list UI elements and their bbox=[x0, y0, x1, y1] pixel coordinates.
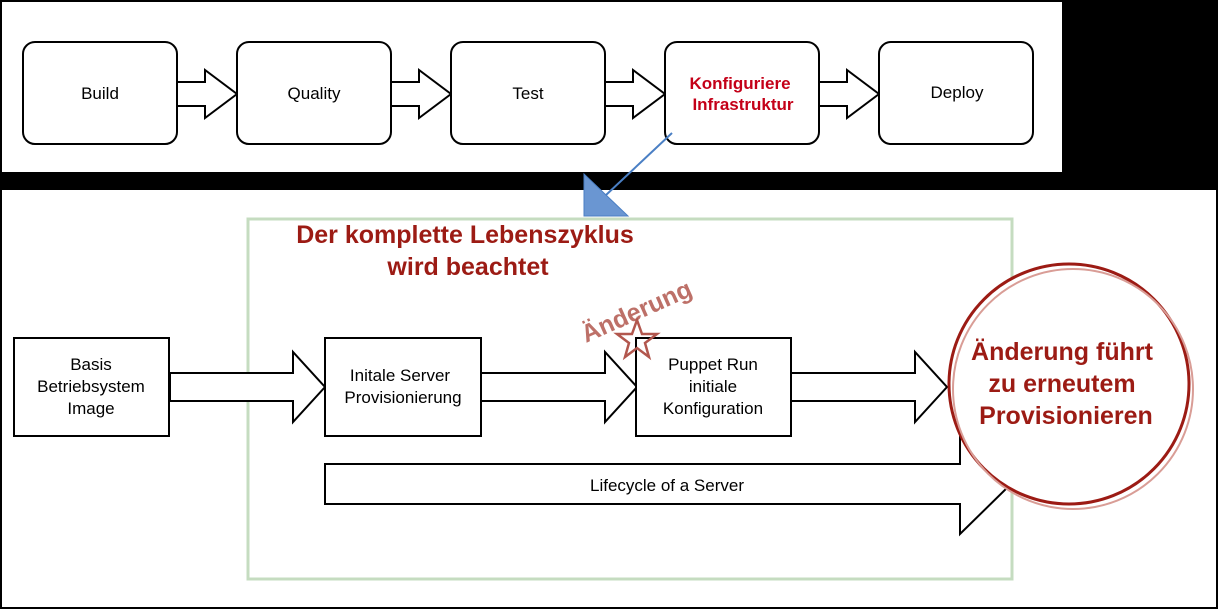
pipeline-step-label: Deploy bbox=[931, 83, 984, 102]
stage-provision-line-2: Provisionierung bbox=[344, 388, 461, 407]
pipeline-arrow-1 bbox=[176, 68, 239, 120]
callout-line-2: zu erneutem bbox=[988, 370, 1135, 398]
reprovision-callout: Änderung führt zu erneutem Provisioniere… bbox=[947, 262, 1194, 510]
pipeline-step-build: Build bbox=[22, 41, 178, 145]
stage-puppet-line-3: Konfiguration bbox=[663, 399, 763, 418]
pipeline-arrow-2 bbox=[390, 68, 453, 120]
stage-base-line-1: Basis bbox=[70, 355, 112, 374]
pipeline-step-test: Test bbox=[450, 41, 606, 145]
pipeline-step-infrastructure: Konfiguriere Infrastruktur bbox=[664, 41, 820, 145]
lifecycle-arrow-label: Lifecycle of a Server bbox=[590, 476, 744, 495]
pipeline-step-deploy: Deploy bbox=[878, 41, 1034, 145]
callout-circle bbox=[947, 262, 1191, 506]
pipeline-step-label: Test bbox=[512, 84, 543, 103]
star-icon bbox=[613, 316, 661, 361]
pipeline-step-label-line-1: Konfiguriere bbox=[689, 74, 790, 93]
stage-provision-line-1: Initale Server bbox=[350, 366, 450, 385]
callout-line-3: Provisionieren bbox=[979, 402, 1153, 430]
pipeline-step-quality: Quality bbox=[236, 41, 392, 145]
base-to-provision-arrow bbox=[169, 349, 327, 425]
pipeline-step-label: Build bbox=[81, 84, 119, 103]
pipeline-step-label-line-2: Infrastruktur bbox=[692, 95, 793, 114]
stage-base-line-2: Betriebsystem bbox=[37, 377, 145, 396]
stage-base-image: Basis Betriebsystem Image bbox=[13, 337, 170, 437]
detail-pointer-arrow bbox=[583, 132, 673, 217]
provision-to-puppet-arrow bbox=[480, 349, 639, 425]
pipeline-arrow-4 bbox=[818, 68, 881, 120]
stage-base-line-3: Image bbox=[67, 399, 114, 418]
pipeline-arrows bbox=[176, 68, 881, 120]
lifecycle-title-line-1: Der komplette Lebenszyklus bbox=[296, 221, 634, 249]
pipeline-step-label: Quality bbox=[288, 84, 341, 103]
lifecycle-title-line-2: wird beachtet bbox=[386, 253, 549, 281]
lifecycle-arrow bbox=[324, 427, 1012, 537]
stage-puppet-run: Puppet Run initiale Konfiguration bbox=[635, 337, 792, 437]
callout-circle-shadow bbox=[952, 268, 1194, 510]
stage-puppet-line-2: initiale bbox=[689, 377, 737, 396]
puppet-to-reprovision-arrow bbox=[790, 349, 949, 425]
pipeline-arrow-3 bbox=[604, 68, 667, 120]
stage-initial-provisioning: Initale Server Provisionierung bbox=[324, 337, 482, 437]
stage-puppet-line-1: Puppet Run bbox=[668, 355, 758, 374]
callout-line-1: Änderung führt bbox=[971, 338, 1154, 366]
